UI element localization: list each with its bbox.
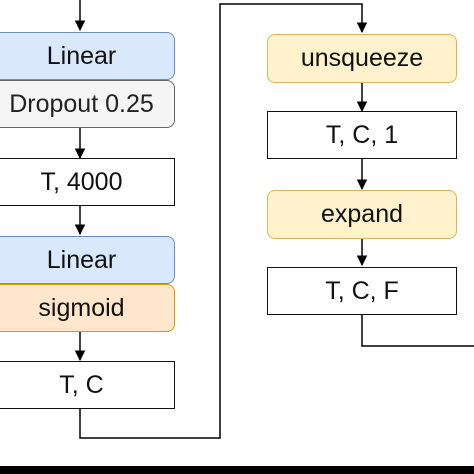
linear-block-2: Linear [0, 236, 175, 284]
shape-t-4000: T, 4000 [0, 158, 175, 206]
dropout-block: Dropout 0.25 [0, 80, 175, 128]
shape-t-c: T, C [0, 361, 175, 409]
connector-left-to-right [79, 3, 368, 439]
shape-t-c-f: T, C, F [267, 267, 457, 315]
shape-t-c-1: T, C, 1 [267, 111, 457, 159]
shape-t-c-f-label: T, C, F [325, 276, 399, 305]
linear-block-2-label: Linear [46, 245, 117, 274]
linear-block-1-label: Linear [46, 41, 117, 70]
shape-t-c-1-label: T, C, 1 [325, 120, 399, 149]
expand-block-label: expand [320, 200, 404, 228]
connector-exit-right [361, 315, 474, 347]
sigmoid-block-label: sigmoid [38, 293, 125, 322]
bottom-border-strip [0, 466, 474, 474]
unsqueeze-block: unsqueeze [267, 34, 457, 83]
sigmoid-block: sigmoid [0, 284, 175, 332]
unsqueeze-block-label: unsqueeze [300, 44, 424, 72]
expand-block: expand [267, 190, 457, 239]
shape-t-c-label: T, C [59, 370, 104, 399]
shape-t-4000-label: T, 4000 [40, 167, 123, 196]
dropout-block-label: Dropout 0.25 [9, 89, 154, 118]
linear-block-1: Linear [0, 32, 175, 80]
